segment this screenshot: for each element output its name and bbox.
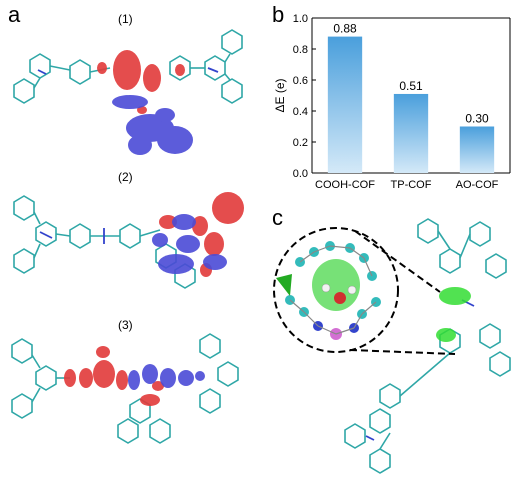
panel-a-molecule-3 <box>11 333 239 444</box>
molecule-3-skeleton <box>11 333 239 444</box>
panel-a-letter: a <box>8 2 21 27</box>
zoom-inset <box>273 227 456 355</box>
molecule-2-nitrogen-bonds <box>39 228 105 244</box>
bar-cooh-cof <box>327 36 363 173</box>
bar-ao-cof <box>459 126 495 173</box>
panel-c-adsorbate-highlight <box>436 287 471 342</box>
x-tick-label: COOH-COF <box>315 179 375 191</box>
y-tick-group: 0.0 0.2 0.4 0.6 0.8 1.0 <box>293 13 316 180</box>
y-tick-label: 0.8 <box>293 44 308 56</box>
panel-a-sub-3: (3) <box>118 318 133 332</box>
molecule-2-depletion-lobes <box>152 214 227 274</box>
panel-c-nitrogen-bonds <box>365 299 475 441</box>
y-tick-label: 0.0 <box>293 168 308 180</box>
bar-value-label: 0.30 <box>465 112 489 126</box>
panel-a-sub-1: (1) <box>118 12 133 26</box>
inset-bonds <box>289 245 377 335</box>
panel-a-molecule-1 <box>13 29 243 155</box>
x-tick-label: AO-COF <box>456 179 499 191</box>
panel-c-letter: c <box>272 205 283 230</box>
inset-isosurface <box>312 259 360 311</box>
panel-b-letter: b <box>272 2 285 27</box>
inset-green-fragment <box>276 274 292 296</box>
molecule-1-nitrogen-bonds <box>37 67 219 75</box>
y-tick-label: 1.0 <box>293 13 308 25</box>
molecule-2-accumulation-lobes <box>159 192 244 277</box>
bar-tp-cof <box>393 93 429 173</box>
panel-c-structure <box>273 218 511 474</box>
molecule-3-depletion-lobes <box>128 364 205 390</box>
panel-c-skeleton <box>344 218 511 474</box>
bar-value-label: 0.51 <box>399 79 423 93</box>
bar-value-label: 0.88 <box>333 22 357 36</box>
panel-a-sub-2: (2) <box>118 170 133 184</box>
x-tick-label: TP-COF <box>391 179 432 191</box>
molecule-3-accumulation-lobes <box>64 346 164 406</box>
molecule-1-accumulation-lobes <box>97 50 185 114</box>
y-axis-label: ΔE (e) <box>273 78 287 112</box>
molecule-1-depletion-lobes <box>112 95 193 155</box>
panel-a-molecule-2 <box>13 192 244 289</box>
y-tick-label: 0.6 <box>293 75 308 87</box>
y-tick-label: 0.4 <box>293 106 308 118</box>
y-tick-label: 0.2 <box>293 137 308 149</box>
